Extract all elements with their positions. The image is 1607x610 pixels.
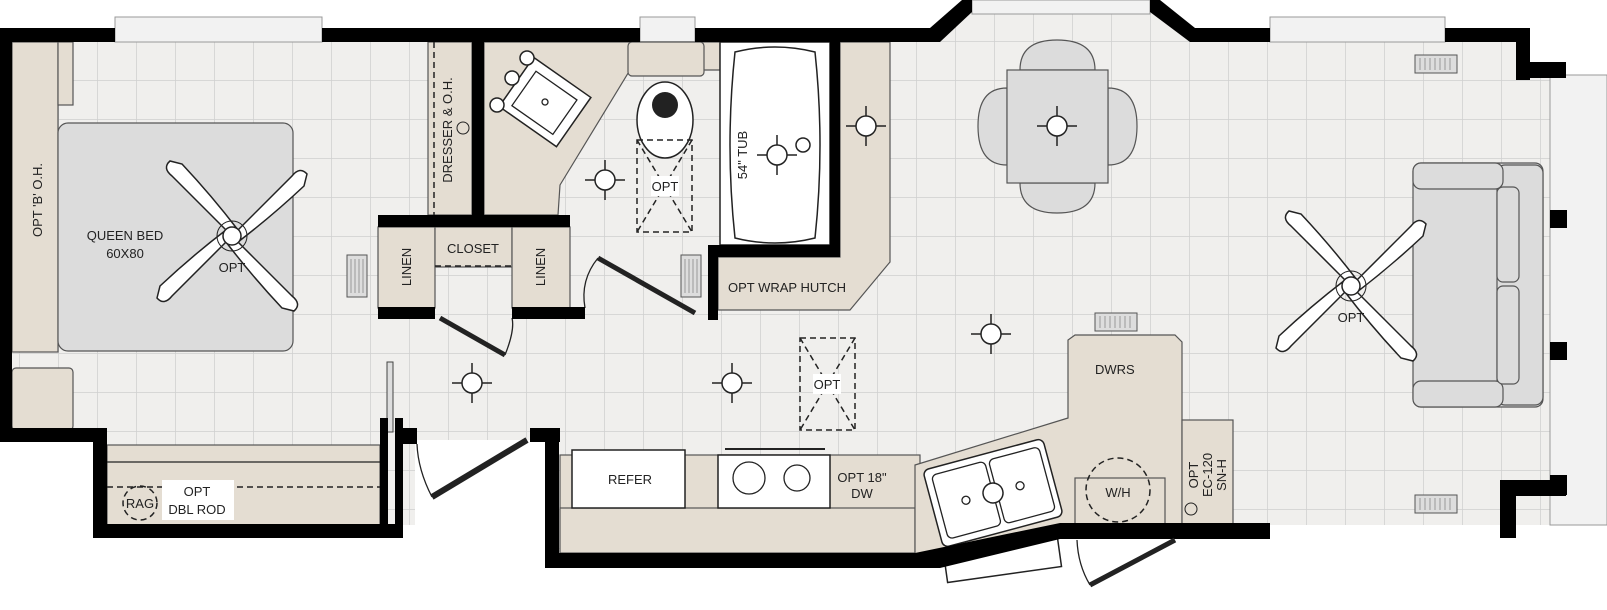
sofa <box>1412 162 1544 408</box>
entry-door[interactable] <box>430 437 529 500</box>
dining-set <box>977 39 1138 214</box>
overhead-cabinet-b <box>11 41 59 353</box>
tv-outlet-icon <box>456 121 470 135</box>
nightstand-bottom <box>11 367 74 431</box>
water-heater-label: W/H <box>1105 485 1130 500</box>
linen-left-label: LINEN <box>399 248 414 286</box>
rear-door[interactable] <box>1088 537 1177 588</box>
linen-right-label: LINEN <box>533 248 548 286</box>
nightstand-top <box>57 41 74 106</box>
vent-icon <box>1414 494 1458 514</box>
opt-b-oh-label: OPT 'B' O.H. <box>30 163 45 237</box>
window-living <box>1269 16 1446 43</box>
window-bedroom <box>114 16 323 43</box>
wrap-hutch-label: OPT WRAP HUTCH <box>728 280 846 295</box>
sink-icon <box>923 438 1063 548</box>
window-bath <box>639 16 696 43</box>
closet-door[interactable] <box>438 315 507 358</box>
window-living-end <box>1549 74 1607 526</box>
refer-label: REFER <box>608 472 652 487</box>
dw-label-1: OPT 18" <box>837 470 887 485</box>
ec-label-1: OPT <box>1186 462 1201 489</box>
vent-icon <box>1094 312 1138 332</box>
rod-label-1: OPT <box>184 484 211 499</box>
dw-label-2: DW <box>851 486 873 501</box>
queen-bed-label: QUEEN BED <box>87 228 164 243</box>
vent-icon <box>1414 54 1458 74</box>
walls <box>0 0 1567 568</box>
bedroom-fan-opt: OPT <box>219 260 246 275</box>
closet-label: CLOSET <box>447 241 499 256</box>
bath-skylight <box>636 139 693 233</box>
vent-icon <box>680 254 702 298</box>
skylight <box>799 337 856 431</box>
rod-label-2: DBL ROD <box>168 502 225 517</box>
ec-label-2: EC-120 <box>1200 453 1215 497</box>
water-heater <box>1074 477 1166 526</box>
skylight-opt-label: OPT <box>814 377 841 392</box>
ec-label-3: SN-H <box>1214 459 1229 491</box>
bath-opt-label: OPT <box>652 179 679 194</box>
linen-right <box>511 226 571 309</box>
rag-label: RAG <box>126 496 154 511</box>
tub-label: 54" TUB <box>735 131 750 179</box>
closet-sliding-door[interactable] <box>386 361 394 433</box>
ec-cabinet <box>1181 419 1234 526</box>
wardrobe-closet <box>106 444 381 526</box>
living-fan-opt: OPT <box>1338 310 1365 325</box>
dresser-label: DRESSER & O.H. <box>440 77 455 182</box>
queen-bed-size: 60X80 <box>106 246 144 261</box>
range-icon <box>717 448 831 509</box>
queen-bed <box>57 122 294 352</box>
vent-icon <box>346 254 368 298</box>
tv-outlet-icon <box>1184 502 1198 516</box>
refrigerator <box>571 449 686 509</box>
dwrs-label: DWRS <box>1095 362 1135 377</box>
bath-door[interactable] <box>596 255 697 316</box>
toilet-icon <box>636 81 694 159</box>
window-bay <box>971 0 1151 15</box>
